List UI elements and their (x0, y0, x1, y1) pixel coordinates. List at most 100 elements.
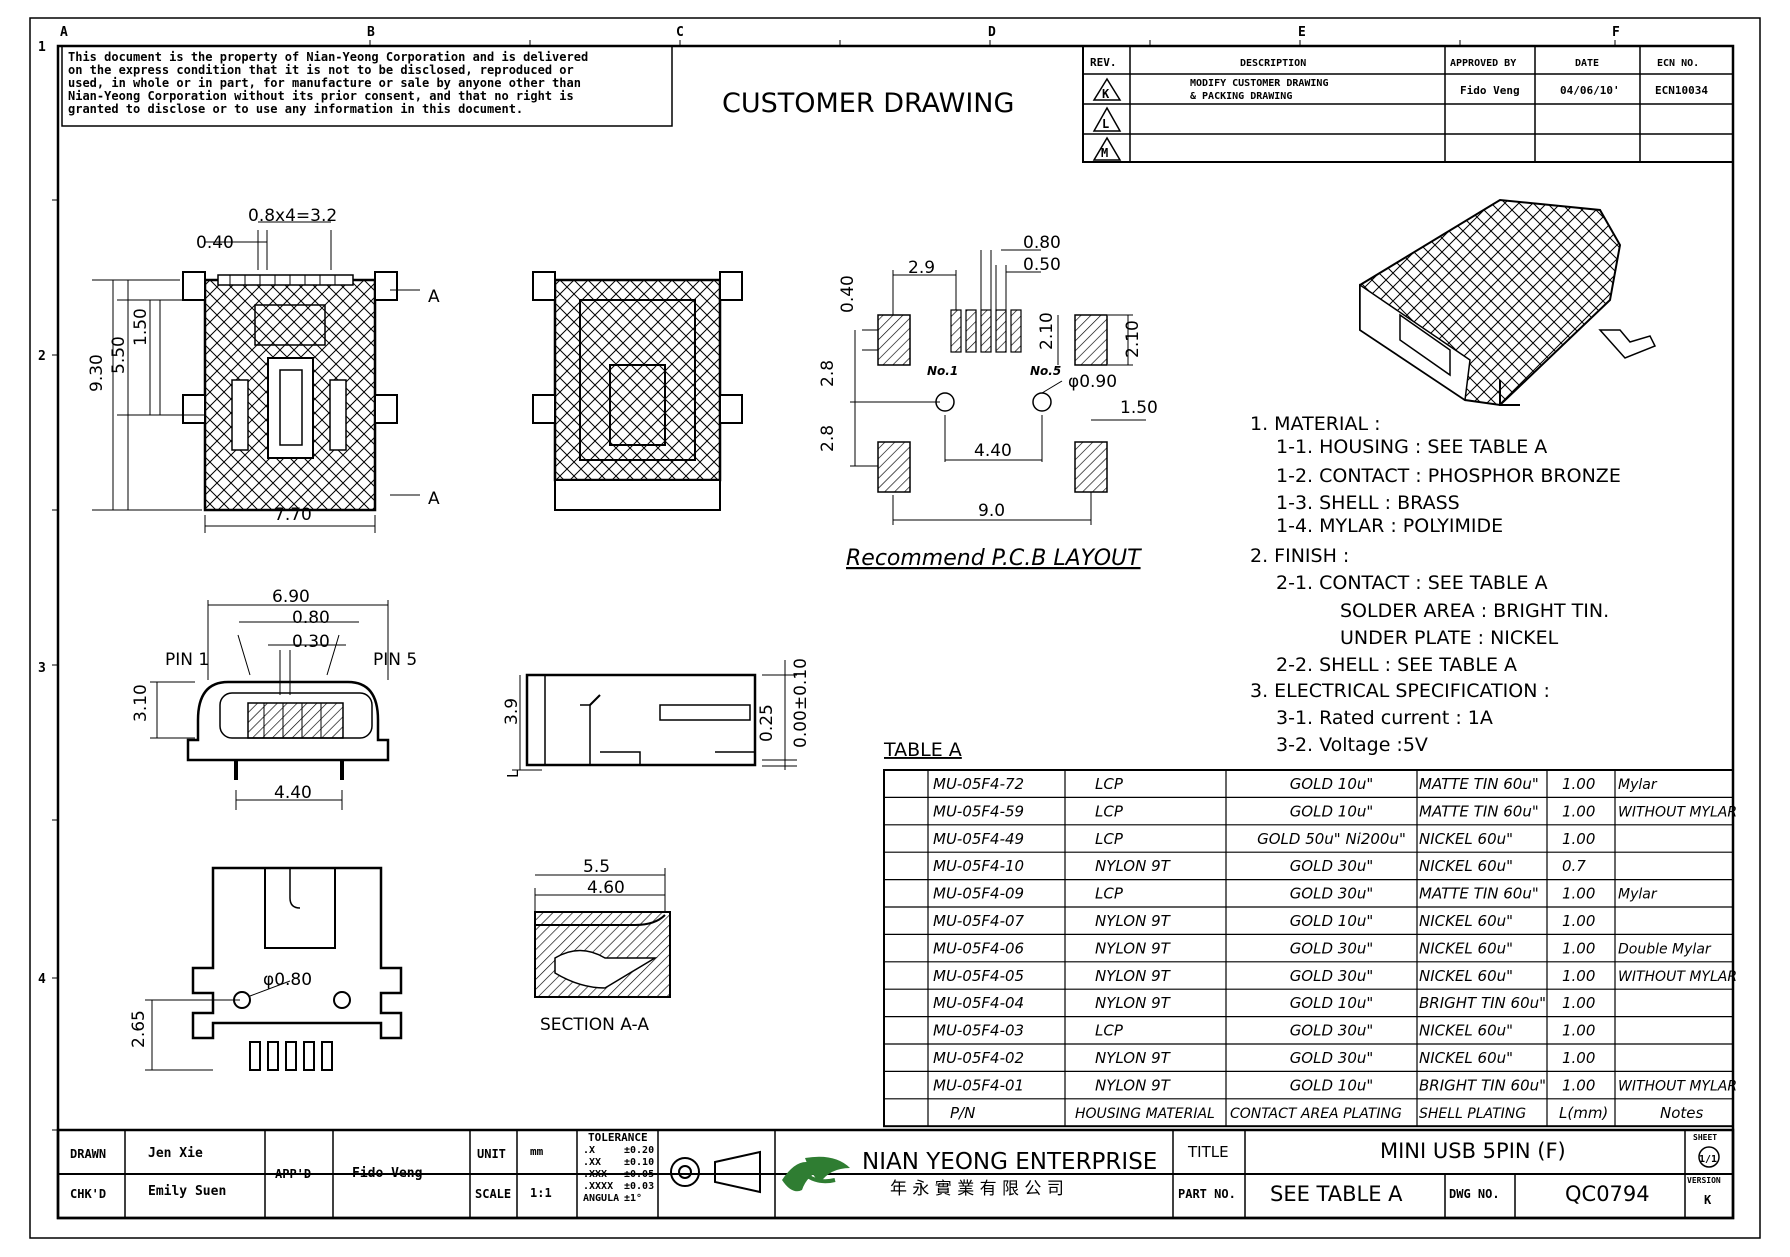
section-mark-a-bottom: A (428, 489, 440, 509)
rev-k-desc-2: & PACKING DRAWING (1190, 91, 1292, 102)
table-a-cell: 1.00 (1562, 994, 1595, 1012)
table-a-cell: LCP (1095, 802, 1124, 820)
dim-front-310: 3.10 (131, 684, 151, 722)
rev-header-rev: REV. (1090, 56, 1117, 69)
dim-top-550: 5.50 (109, 336, 129, 374)
dim-side-l: L (504, 769, 522, 778)
tb-tolerance-value: ±1° (624, 1193, 642, 1204)
tb-appd: Fido Veng (352, 1166, 422, 1181)
rev-triangle-m-icon (1092, 136, 1122, 161)
tb-partno-label: PART NO. (1178, 1187, 1236, 1201)
pcb-layout: 2.9 0.80 0.50 0.40 2.10 2.10 No.1 No.5 φ… (818, 233, 1158, 571)
grid-col-b: B (367, 25, 375, 40)
table-a-header: SHELL PLATING (1419, 1106, 1526, 1122)
table-a-cell: LCP (1095, 830, 1124, 848)
table-a-cell: Mylar (1618, 887, 1658, 903)
table-a-cell: GOLD 10u" (1290, 802, 1374, 820)
iso-view (1359, 198, 1657, 407)
tb-company: NIAN YEONG ENTERPRISE (862, 1149, 1157, 1175)
table-a-cell: GOLD 30u" (1290, 885, 1374, 903)
note-2-1: 2-1. CONTACT : SEE TABLE A (1276, 572, 1548, 594)
side-view: 3.9 0.25 0.00±0.10 L (502, 658, 811, 778)
grid-row-3: 3 (38, 661, 46, 676)
table-a-cell: NICKEL 60u" (1419, 1049, 1513, 1067)
note-1-1: 1-1. HOUSING : SEE TABLE A (1276, 436, 1547, 458)
drawing-title: CUSTOMER DRAWING (722, 88, 1014, 119)
material-notes: 1. MATERIAL : 1-1. HOUSING : SEE TABLE A… (1250, 413, 1621, 756)
rev-header-date: DATE (1575, 58, 1599, 69)
tb-partno: SEE TABLE A (1270, 1182, 1403, 1206)
section-mark-a-top: A (428, 287, 440, 307)
rev-header-approved: APPROVED BY (1450, 58, 1516, 69)
notice-box: This document is the property of Nian-Ye… (61, 45, 673, 127)
table-a-cell: LCP (1095, 1022, 1124, 1040)
dim-side-025: 0.25 (757, 704, 777, 742)
note-1: 1. MATERIAL : (1250, 413, 1381, 435)
table-a-cell: MU-05F4-05 (933, 967, 1024, 985)
table-a-cell: LCP (1095, 885, 1124, 903)
dim-sec-55: 5.5 (583, 857, 610, 877)
table-a-cell: NICKEL 60u" (1419, 939, 1513, 957)
pcb-pin-no5: No.5 (1030, 364, 1061, 378)
tb-unit-label: UNIT (477, 1147, 506, 1161)
dim-pcb-040: 0.40 (838, 275, 858, 313)
table-a-cell: MATTE TIN 60u" (1419, 775, 1539, 793)
dim-top-pitch: 0.8x4=3.2 (248, 206, 337, 226)
grid-columns: A B C D E F (60, 25, 1620, 46)
table-a-cell: LCP (1095, 775, 1124, 793)
table-a-cell: 1.00 (1562, 885, 1595, 903)
tb-tolerance-label: TOLERANCE (588, 1131, 648, 1144)
table-a-cell: 1.00 (1562, 1076, 1595, 1094)
note-2-2: 2-2. SHELL : SEE TABLE A (1276, 654, 1517, 676)
table-a-cell: MATTE TIN 60u" (1419, 802, 1539, 820)
tb-sheet: 1/1 (1699, 1154, 1717, 1165)
tb-sheet-label: SHEET (1693, 1133, 1717, 1142)
grid-col-c: C (676, 25, 684, 40)
dim-bottom-265: 2.65 (129, 1010, 149, 1048)
table-a-cell: NYLON 9T (1095, 1076, 1172, 1094)
tb-tolerance-rows: .X±0.20.XX±0.10.XXX±0.05.XXXX±0.03ANGULA… (583, 1145, 654, 1204)
table-a-cell: 1.00 (1562, 830, 1595, 848)
notice-line-2: on the express condition that it is not … (68, 63, 574, 77)
table-a-cell: MU-05F4-02 (933, 1049, 1024, 1067)
front-pin5: PIN 5 (373, 650, 417, 670)
table-a-cell: WITHOUT MYLAR (1618, 1078, 1737, 1094)
front-view: 6.90 0.80 0.30 PIN 1 PIN 5 3.10 4.40 (131, 587, 417, 810)
notice-line-3: used, in whole or in part, for manufactu… (68, 76, 581, 90)
company-logo-icon (782, 1156, 850, 1192)
section-view: 5.5 4.60 SECTION A-A (534, 857, 671, 1035)
tb-version: K (1704, 1193, 1712, 1207)
table-a-header: CONTACT AREA PLATING (1230, 1106, 1402, 1122)
table-a-cell: NYLON 9T (1095, 967, 1172, 985)
table-a-cell: MU-05F4-10 (933, 857, 1024, 875)
tb-version-label: VERSION (1687, 1176, 1721, 1185)
table-a-cell: Mylar (1618, 777, 1658, 793)
table-a-cell: MU-05F4-06 (933, 939, 1024, 957)
table-a-cell: MU-05F4-01 (933, 1076, 1024, 1094)
table-a-cell: BRIGHT TIN 60u" (1419, 994, 1546, 1012)
table-a-cell: GOLD 30u" (1290, 857, 1374, 875)
note-1-4: 1-4. MYLAR : POLYIMIDE (1276, 515, 1503, 537)
note-3: 3. ELECTRICAL SPECIFICATION : (1250, 680, 1550, 702)
tb-drawn: Jen Xie (148, 1146, 203, 1161)
section-caption: SECTION A-A (540, 1015, 649, 1035)
table-a-cell: 1.00 (1562, 1022, 1595, 1040)
dim-pcb-080: 0.80 (1023, 233, 1061, 253)
grid-row-2: 2 (38, 349, 46, 364)
table-a-cell: GOLD 30u" (1290, 939, 1374, 957)
projection-symbol-icon (670, 1157, 700, 1187)
table-a-cell: 1.00 (1562, 912, 1595, 930)
table-a-cell: 1.00 (1562, 775, 1595, 793)
top-view: 0.8x4=3.2 0.40 9.30 5.50 1.50 7.70 A A (87, 206, 440, 533)
grid-col-e: E (1298, 25, 1306, 40)
dim-top-150: 1.50 (131, 308, 151, 346)
dim-top-770: 7.70 (274, 505, 312, 525)
top-view-hatched (532, 271, 743, 511)
table-a-cell: MU-05F4-72 (933, 775, 1024, 793)
grid-col-a: A (60, 25, 68, 40)
note-1-2: 1-2. CONTACT : PHOSPHOR BRONZE (1276, 465, 1621, 487)
table-a-cell: Double Mylar (1618, 941, 1712, 957)
table-a-cell: MATTE TIN 60u" (1419, 885, 1539, 903)
dim-top-040: 0.40 (196, 233, 234, 253)
dim-front-690: 6.90 (272, 587, 310, 607)
